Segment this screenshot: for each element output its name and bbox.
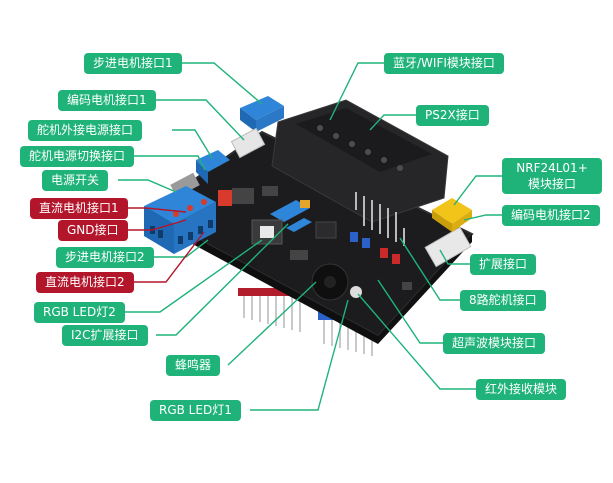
label-servo-8way: 8路舵机接口 (460, 290, 546, 311)
ps2-connector (271, 99, 449, 223)
label-encoder-motor-2: 编码电机接口2 (502, 205, 600, 226)
expansion-connector (424, 226, 472, 268)
label-ps2: PS2X接口 (416, 105, 489, 126)
label-servo-power-switch: 舵机电源切换接口 (20, 146, 135, 167)
label-bt-wifi: 蓝牙/WIFI模块接口 (384, 53, 504, 74)
label-stepper-motor-1: 步进电机接口1 (84, 53, 182, 74)
label-dc-motor-2: 直流电机接口2 (36, 272, 134, 293)
dc-motor-terminals (144, 186, 216, 254)
label-nrf: NRF24L01+ 模块接口 (502, 158, 602, 194)
label-gnd: GND接口 (58, 220, 128, 241)
green-leader-lines (118, 62, 502, 411)
label-encoder-motor-1: 编码电机接口1 (58, 90, 156, 111)
red-leader-lines (124, 207, 205, 283)
label-rgb-led-1: RGB LED灯1 (150, 400, 241, 421)
encoder-connector-1 (230, 127, 266, 159)
power-jumper (218, 190, 232, 206)
nrf-socket (432, 198, 472, 232)
label-expansion: 扩展接口 (470, 254, 537, 275)
servo-power-terminal (196, 150, 230, 172)
label-dc-motor-1: 直流电机接口1 (30, 198, 128, 219)
label-nrf-line2: 模块接口 (527, 177, 576, 191)
label-nrf-line1: NRF24L01+ (516, 161, 588, 175)
stepper-terminal-1 (240, 96, 284, 132)
label-servo-ext-power: 舵机外接电源接口 (28, 120, 143, 141)
label-rgb-led-2: RGB LED灯2 (34, 302, 125, 323)
label-buzzer: 蜂鸣器 (166, 355, 221, 376)
label-stepper-motor-2: 步进电机接口2 (56, 247, 154, 268)
label-i2c-ext: I2C扩展接口 (62, 325, 148, 346)
label-ir-receiver: 红外接收模块 (476, 379, 567, 400)
label-ultrasonic: 超声波模块接口 (443, 333, 546, 354)
label-power-switch: 电源开关 (42, 170, 109, 191)
